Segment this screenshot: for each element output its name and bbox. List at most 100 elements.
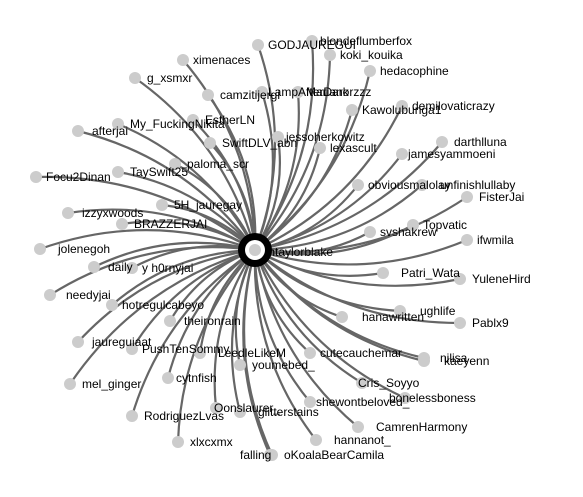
hub-node[interactable] <box>238 233 272 267</box>
graph-node[interactable] <box>129 72 141 84</box>
graph-node[interactable] <box>396 148 408 160</box>
graph-node[interactable] <box>364 65 376 77</box>
node-label: LampAfterDark <box>268 85 350 99</box>
node-label: ximenaces <box>193 53 250 67</box>
graph-node[interactable] <box>64 378 76 390</box>
edge <box>242 248 274 457</box>
edge <box>130 248 257 418</box>
edge <box>253 140 444 252</box>
graph-node[interactable] <box>306 35 318 47</box>
node-label: 5H_jauregay <box>174 198 242 212</box>
graph-node[interactable] <box>454 273 466 285</box>
graph-node[interactable] <box>126 343 138 355</box>
graph-node[interactable] <box>187 114 199 126</box>
graph-node[interactable] <box>407 219 419 231</box>
node-label: y h0rnyjai <box>142 261 193 275</box>
edge <box>253 53 332 252</box>
node-label: paloma_scr <box>187 157 249 171</box>
graph-node[interactable] <box>461 191 473 203</box>
graph-node[interactable] <box>396 100 408 112</box>
graph-node[interactable] <box>162 372 174 384</box>
graph-node[interactable] <box>436 136 448 148</box>
graph-node[interactable] <box>310 434 322 446</box>
graph-node[interactable] <box>346 104 358 116</box>
graph-node[interactable] <box>352 179 364 191</box>
graph-node[interactable] <box>169 158 181 170</box>
node-label: TaySwift25 <box>130 165 188 179</box>
graph-node[interactable] <box>364 226 376 238</box>
graph-node[interactable] <box>126 410 138 422</box>
node-label: SwiftDLV_abn <box>222 136 297 150</box>
graph-node[interactable] <box>416 179 428 191</box>
graph-node[interactable] <box>399 392 411 404</box>
node-label: cutecauchemar <box>320 346 402 360</box>
edge <box>76 248 257 344</box>
graph-node[interactable] <box>172 436 184 448</box>
graph-node[interactable] <box>234 359 246 371</box>
node-label: FisterJai <box>479 190 524 204</box>
graph-node[interactable] <box>304 347 316 359</box>
graph-node[interactable] <box>314 142 326 154</box>
graph-node[interactable] <box>164 315 176 327</box>
graph-node[interactable] <box>210 402 222 414</box>
node-label: BRAZZERJAI <box>134 217 207 231</box>
node-label: YuleneHird <box>472 272 531 286</box>
hub-label: thtaylorblake <box>265 245 333 259</box>
node-label: My_FuckingNikita <box>130 117 225 131</box>
graph-node[interactable] <box>356 377 368 389</box>
node-label: Kawolubunga1 <box>362 103 442 117</box>
graph-node[interactable] <box>352 421 364 433</box>
node-label: glitterstains <box>258 405 319 419</box>
node-label: PushTenSommy <box>142 342 229 356</box>
graph-node[interactable] <box>202 89 214 101</box>
edge <box>253 248 318 442</box>
graph-node[interactable] <box>126 262 138 274</box>
graph-node[interactable] <box>418 355 430 367</box>
graph-node[interactable] <box>454 317 466 329</box>
edge <box>206 93 257 252</box>
graph-node[interactable] <box>112 118 124 130</box>
edge <box>34 175 257 252</box>
node-label: falling <box>240 448 271 462</box>
graph-node[interactable] <box>30 171 42 183</box>
edge <box>116 170 257 252</box>
graph-node[interactable] <box>72 125 84 137</box>
graph-node[interactable] <box>234 406 246 418</box>
edge <box>48 246 257 297</box>
graph-node[interactable] <box>461 234 473 246</box>
node-label: Oonslaurer_ <box>214 401 280 415</box>
graph-node[interactable] <box>377 267 389 279</box>
node-label: Cris_Soyyo <box>358 376 420 390</box>
graph-node[interactable] <box>106 299 118 311</box>
graph-node[interactable] <box>394 305 406 317</box>
graph-node[interactable] <box>324 49 336 61</box>
graph-node[interactable] <box>272 131 284 143</box>
graph-node[interactable] <box>177 54 189 66</box>
node-label: daily <box>108 260 133 274</box>
node-label: obviousmalolay <box>368 178 451 192</box>
node-label: Pablx9 <box>472 316 509 330</box>
graph-node[interactable] <box>62 207 74 219</box>
graph-node[interactable] <box>266 449 278 461</box>
graph-node[interactable] <box>44 289 56 301</box>
graph-node[interactable] <box>336 311 348 323</box>
graph-node[interactable] <box>88 261 100 273</box>
node-label: bonelessboness <box>389 391 476 405</box>
graph-node[interactable] <box>156 199 168 211</box>
graph-node[interactable] <box>194 347 206 359</box>
node-label: cytnfish <box>176 371 217 385</box>
edge <box>130 248 257 351</box>
graph-node[interactable] <box>116 218 128 230</box>
graph-node[interactable] <box>252 39 264 51</box>
edge <box>110 248 257 307</box>
graph-node[interactable] <box>204 137 216 149</box>
graph-node[interactable] <box>72 336 84 348</box>
graph-node[interactable] <box>304 396 316 408</box>
graph-node[interactable] <box>292 86 304 98</box>
edge <box>253 183 424 252</box>
graph-node[interactable] <box>112 166 124 178</box>
graph-node[interactable] <box>256 86 268 98</box>
graph-node[interactable] <box>34 243 46 255</box>
node-label: hedacophine <box>380 64 449 78</box>
node-label: izzyxwoods <box>82 206 143 220</box>
